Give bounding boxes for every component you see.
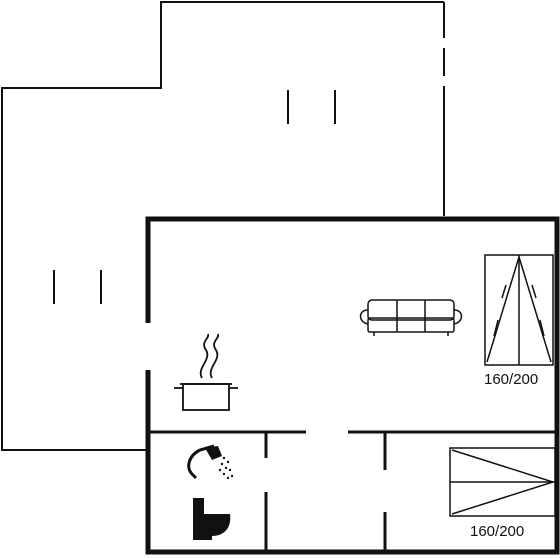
terrace-outline — [1, 1, 445, 451]
sofa-icon — [359, 299, 463, 336]
double-bed-upper — [484, 254, 554, 366]
exterior-walls — [145, 216, 560, 555]
shower-icon — [187, 444, 234, 480]
interior-walls — [148, 430, 557, 552]
bed-upper-size-label: 160/200 — [484, 371, 538, 388]
bed-lower-size-label: 160/200 — [470, 523, 524, 540]
terrace-markers — [53, 90, 336, 304]
toilet-icon — [193, 498, 231, 540]
double-bed-lower — [449, 447, 556, 517]
cooking-pot-icon — [174, 333, 238, 411]
